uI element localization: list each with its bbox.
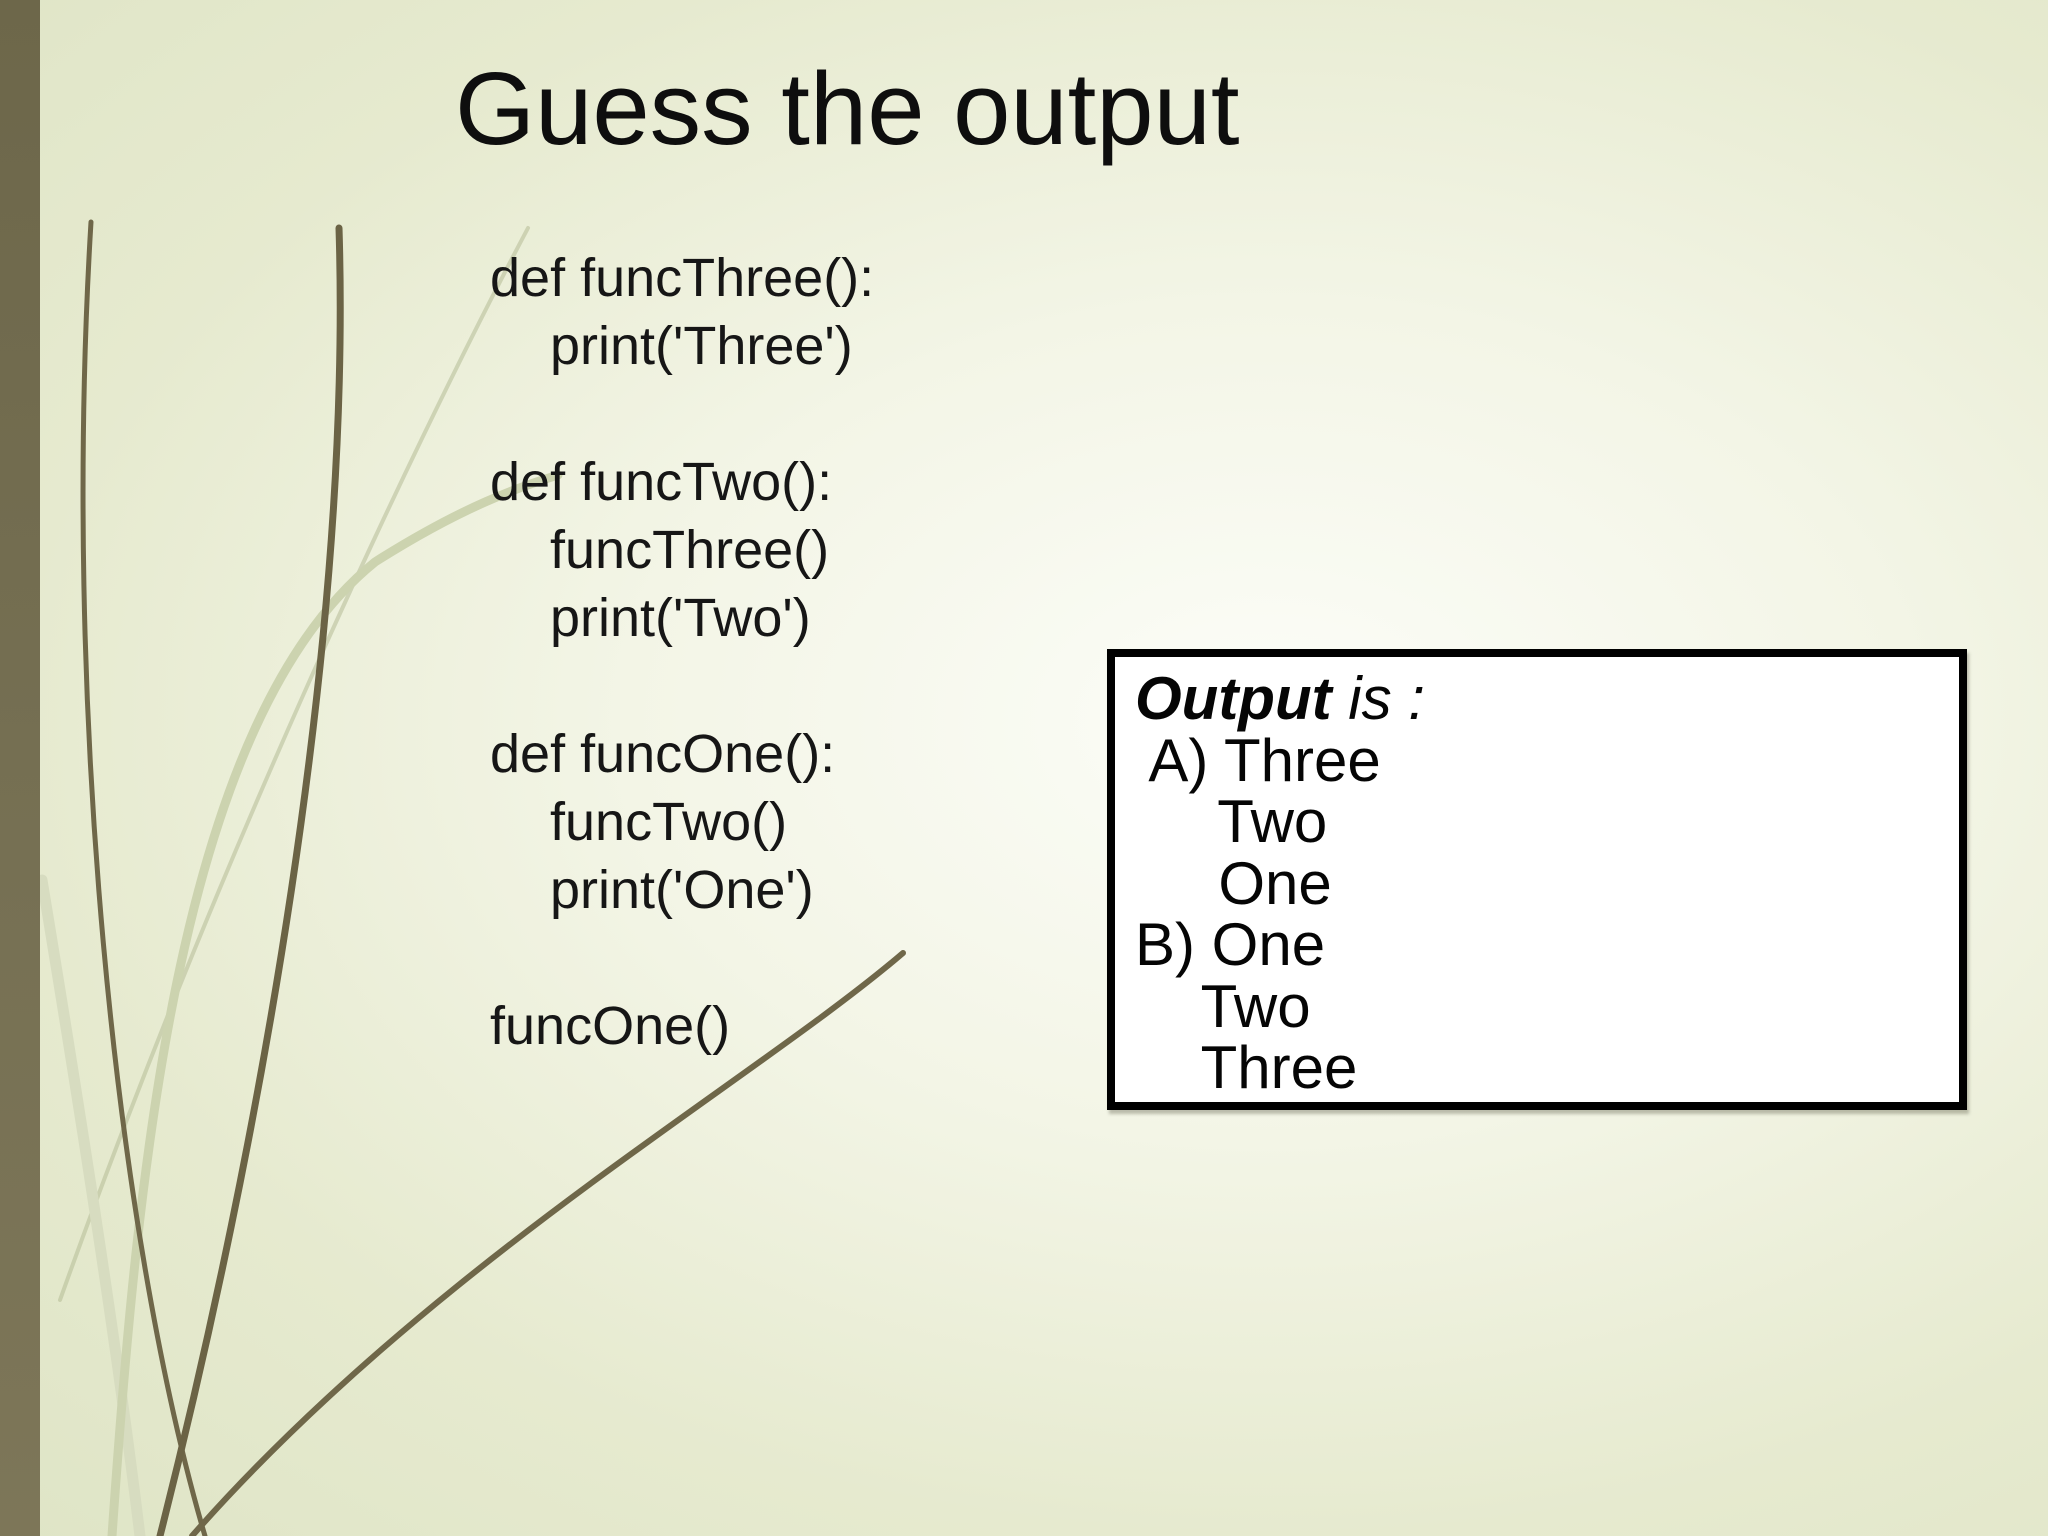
code-line: def funcOne(): — [490, 724, 836, 784]
code-line — [490, 924, 874, 992]
code-line: funcTwo() — [490, 792, 788, 852]
grass-blade — [156, 224, 344, 1536]
code-line — [490, 380, 874, 448]
grass-blade — [58, 226, 530, 1302]
output-option-line: One — [1135, 849, 1332, 917]
output-box-header-word: Output — [1135, 665, 1332, 732]
code-line: print('Two') — [490, 588, 811, 648]
accent-bar — [0, 0, 40, 1536]
grass-blade — [80, 219, 208, 1536]
code-line: print('Three') — [490, 316, 853, 376]
output-option-line: Three — [1135, 1034, 1358, 1101]
code-line: def funcTwo(): — [490, 452, 833, 512]
grass-blade — [189, 950, 906, 1536]
output-option-line: B) One — [1135, 911, 1326, 978]
grass-blade — [107, 470, 563, 1536]
code-line: funcOne() — [490, 996, 731, 1056]
output-options: A) Three Two One B) One Two Three — [1135, 726, 1959, 1101]
output-box-header: Output is : — [1135, 668, 1959, 730]
output-box: Output is : A) Three Two One B) One Two … — [1107, 649, 1967, 1110]
code-block: def funcThree(): print('Three') def func… — [490, 244, 874, 1060]
output-option-line: A) Three — [1135, 726, 1381, 794]
code-line: print('One') — [490, 860, 814, 920]
output-box-header-suffix: is : — [1331, 665, 1425, 732]
slide-title: Guess the output — [455, 51, 1240, 166]
output-option-line: Two — [1135, 972, 1311, 1040]
output-option-line: Two — [1135, 788, 1328, 855]
code-line: def funcThree(): — [490, 248, 875, 308]
code-line — [490, 652, 874, 720]
code-line: funcThree() — [490, 520, 830, 580]
grass-blade — [36, 874, 146, 1536]
